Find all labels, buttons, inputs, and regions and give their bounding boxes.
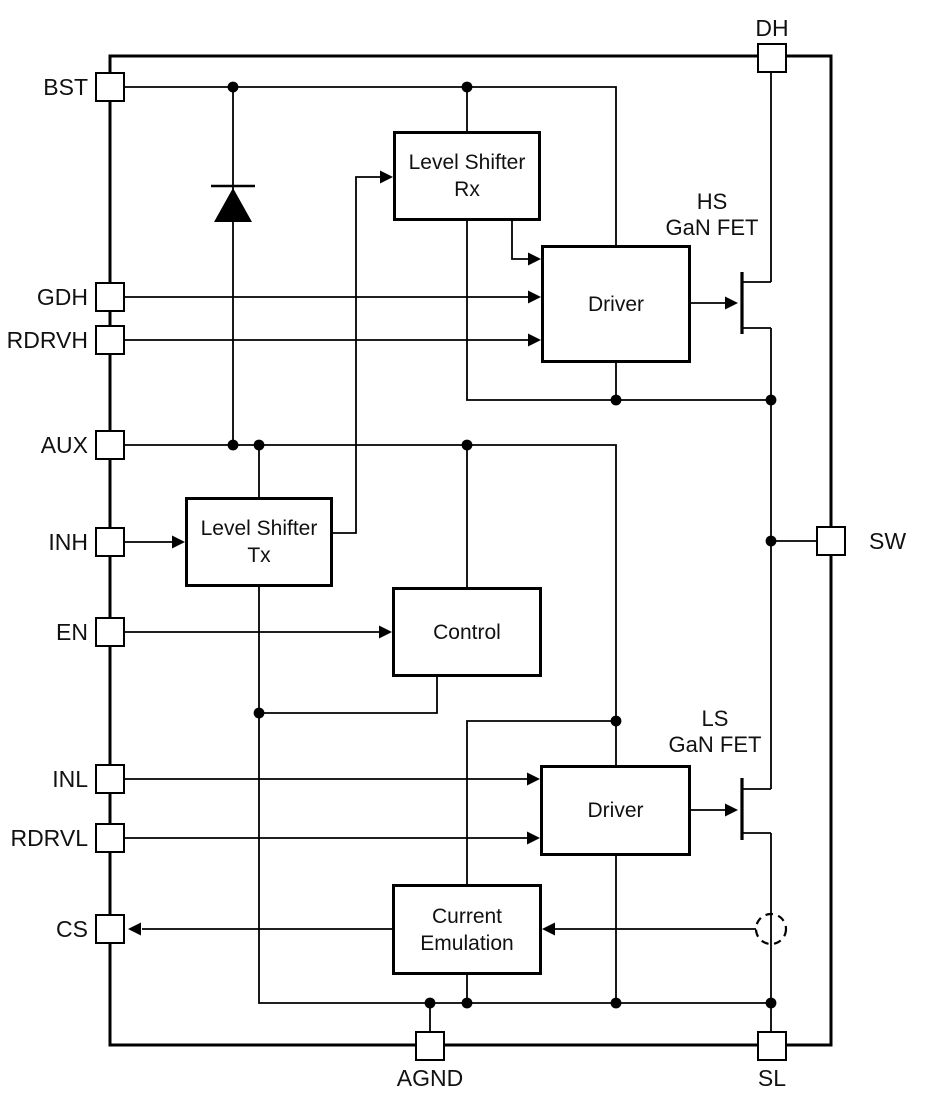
arrow-tx-to-rx	[380, 170, 393, 184]
junction-dot	[461, 81, 473, 93]
arrow-inh	[172, 535, 185, 549]
block-label-level-shifter-tx-line1: Level Shifter	[200, 517, 318, 540]
arrow-rx-to-driver	[528, 252, 541, 266]
hs-fet-label-line1: HS	[696, 189, 728, 214]
ls-fet-label-line1: LS	[701, 706, 729, 731]
bootstrap-diode-symbol	[211, 184, 255, 222]
block-label-control: Control	[433, 620, 501, 644]
pin-agnd	[415, 1031, 445, 1061]
pin-label-gdh: GDH	[36, 284, 88, 310]
junction-dot	[765, 394, 777, 406]
arrow-rdrvl	[527, 831, 540, 845]
wire-bst-to-hs-driver	[125, 86, 617, 245]
block-level-shifter-tx: Level Shifter Tx	[185, 497, 333, 587]
diode-anode-triangle	[214, 188, 252, 222]
junction-dot	[227, 81, 239, 93]
junction-dot	[610, 715, 622, 727]
current-sense-symbol	[754, 912, 788, 946]
arrow-rdrvh	[528, 333, 541, 347]
pin-inh	[95, 527, 125, 557]
junction-dot	[253, 707, 265, 719]
junction-dot	[227, 439, 239, 451]
junction-dot	[765, 535, 777, 547]
block-driver-hs: Driver	[541, 245, 691, 363]
block-label-driver-ls: Driver	[587, 799, 644, 822]
pin-label-sl: SL	[757, 1065, 787, 1091]
ls-fet-label-line2: GaN FET	[668, 732, 762, 757]
hs-fet-label-line2: GaN FET	[665, 215, 759, 240]
junction-dot	[461, 439, 473, 451]
wire-sw-reference-rail	[466, 221, 771, 401]
junction-dot	[424, 997, 436, 1009]
pin-rdrvl	[95, 823, 125, 853]
block-label-current-emulation-line1: Current	[431, 904, 503, 928]
arrow-gdh	[528, 290, 541, 304]
pin-dh	[757, 43, 787, 73]
pin-inl	[95, 764, 125, 794]
pin-cs	[95, 914, 125, 944]
pin-label-bst: BST	[43, 74, 88, 100]
wire-tx-to-rx	[333, 176, 382, 534]
hs-fet-label: HS GaN FET	[642, 189, 782, 241]
wire-rx-to-driver	[511, 221, 529, 260]
pin-gdh	[95, 282, 125, 312]
pin-label-cs: CS	[56, 916, 88, 942]
pin-label-inl: INL	[52, 766, 88, 792]
pin-label-aux: AUX	[40, 432, 88, 458]
pin-aux	[95, 430, 125, 460]
ls-fet-label: LS GaN FET	[645, 706, 785, 758]
junction-dot	[461, 997, 473, 1009]
junction-dots	[227, 81, 777, 1009]
pin-sw	[816, 526, 846, 556]
arrow-cs-out	[128, 922, 141, 936]
wire-ground-rail	[258, 587, 771, 1004]
pin-label-sw: SW	[869, 528, 907, 554]
arrowheads	[128, 170, 738, 936]
pin-label-rdrvh: RDRVH	[6, 327, 88, 353]
pin-label-rdrvl: RDRVL	[10, 825, 88, 851]
junction-dot	[253, 439, 265, 451]
arrow-hs-gate	[725, 296, 738, 310]
arrow-inl	[527, 772, 540, 786]
pin-bst	[95, 72, 125, 102]
pin-label-inh: INH	[48, 529, 88, 555]
pin-en	[95, 617, 125, 647]
pin-label-agnd: AGND	[396, 1065, 464, 1091]
block-label-level-shifter-rx-line1: Level Shifter	[408, 151, 526, 174]
junction-dot	[610, 997, 622, 1009]
block-label-driver-hs: Driver	[588, 292, 644, 316]
wire-control-out	[259, 676, 438, 714]
wire-aux-to-current-emulation	[466, 720, 616, 884]
block-label-level-shifter-rx-line2: Rx	[454, 178, 480, 201]
block-control: Control	[392, 587, 542, 677]
pin-rdrvh	[95, 325, 125, 355]
block-driver-ls: Driver	[540, 765, 691, 856]
wires	[125, 72, 816, 1031]
block-label-current-emulation-line2: Emulation	[420, 931, 514, 955]
arrow-en	[379, 625, 392, 639]
arrow-sense-in	[542, 922, 555, 936]
arrow-ls-gate	[725, 803, 738, 817]
pin-label-dh: DH	[755, 15, 789, 41]
junction-dot	[765, 997, 777, 1009]
junction-dot	[610, 394, 622, 406]
pin-label-en: EN	[56, 619, 88, 645]
wire-aux-to-ls-driver	[125, 444, 617, 765]
block-level-shifter-rx: Level Shifter Rx	[393, 131, 541, 221]
wire-hs-drain-to-dh	[742, 72, 772, 283]
block-label-level-shifter-tx-line2: Tx	[247, 544, 271, 567]
block-current-emulation: Current Emulation	[392, 884, 542, 975]
pin-sl	[757, 1031, 787, 1061]
